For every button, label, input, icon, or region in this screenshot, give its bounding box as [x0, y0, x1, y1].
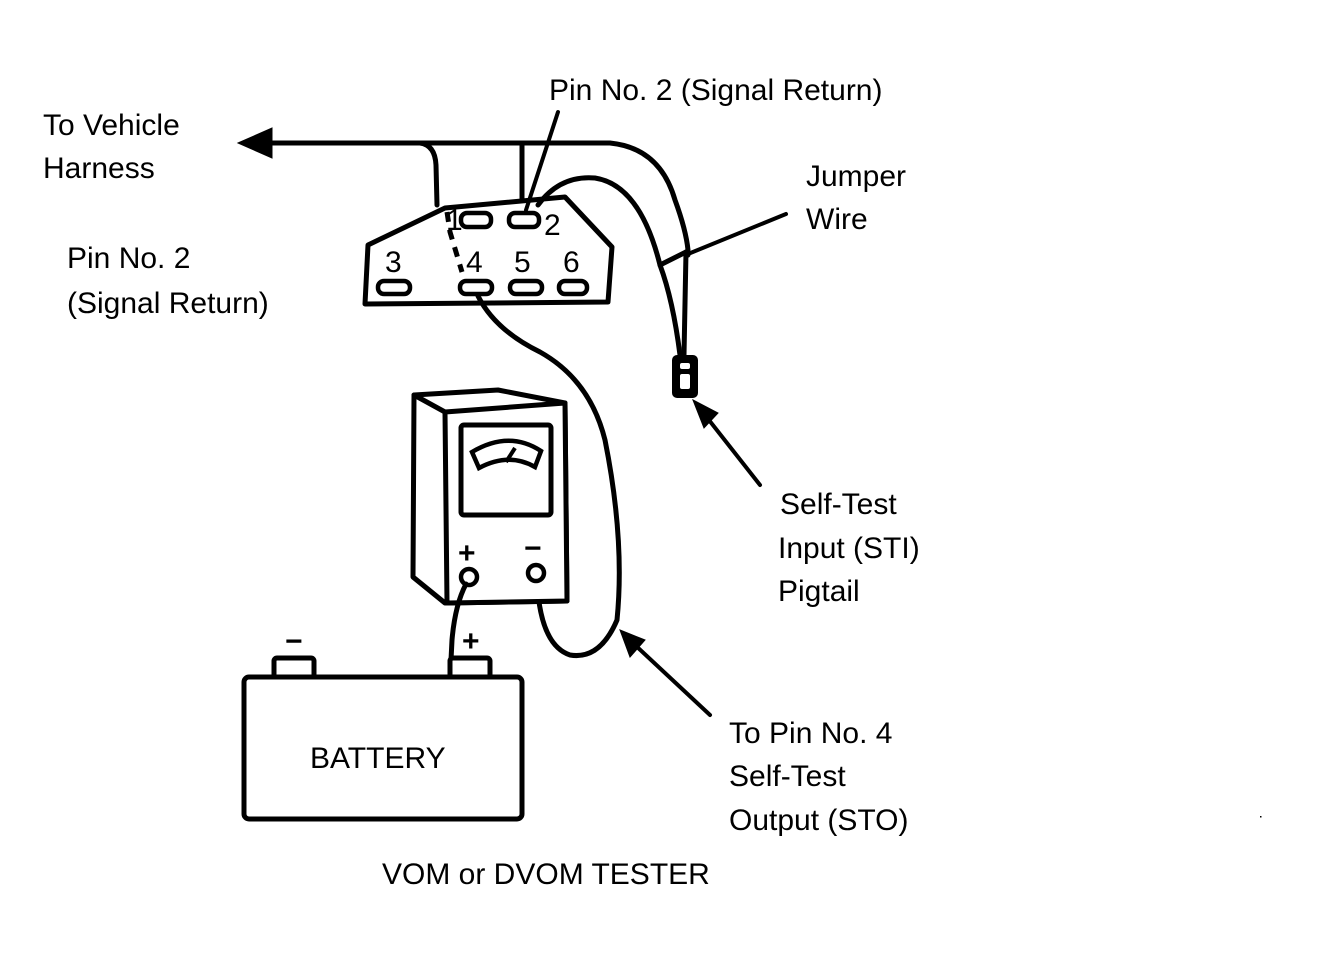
sti-pointer-arrow-icon	[692, 398, 719, 429]
gauge-arc	[469, 438, 544, 472]
vehicle-harness-label-line2: Harness	[43, 152, 155, 185]
sto-label-line1: To Pin No. 4	[729, 717, 892, 750]
battery: − + BATTERY	[241, 625, 525, 822]
sti-label-line2: Input (STI)	[778, 532, 920, 565]
sto-label-line3: Output (STO)	[729, 804, 909, 837]
sto-wire	[475, 293, 712, 717]
diagnostic-connector: 1 2 3 4 5 6	[362, 110, 615, 307]
diagram-caption: VOM or DVOM TESTER	[382, 858, 710, 891]
pin-1-number: 1	[446, 204, 463, 237]
vehicle-harness-wire	[236, 127, 691, 253]
pin-3-slot	[375, 278, 413, 297]
sti-label-line1: Self-Test	[780, 488, 897, 521]
battery-positive-lead	[448, 581, 469, 663]
battery-negative-symbol: −	[285, 625, 303, 658]
meter-negative-terminal	[525, 562, 547, 584]
pin-1-slot	[458, 210, 494, 230]
pin-6-slot	[556, 278, 590, 297]
pin2-left-label-line1: Pin No. 2	[67, 242, 190, 275]
jumper-wire-label-line2: Wire	[806, 203, 868, 236]
gauge-needle	[504, 446, 517, 464]
pin2-top-label: Pin No. 2 (Signal Return)	[549, 74, 883, 107]
jumper-wire-label-line1: Jumper	[806, 160, 906, 193]
vom-meter: + −	[410, 387, 570, 606]
pin-5-number: 5	[514, 246, 531, 279]
harness-arrow-icon	[236, 127, 273, 159]
sto-pointer-arrow-icon	[619, 629, 646, 658]
pin2-left-label-line2: (Signal Return)	[67, 287, 269, 320]
pin-4-number: 4	[466, 246, 483, 279]
meter-negative-symbol: −	[524, 532, 542, 565]
pin-3-number: 3	[385, 246, 402, 279]
sti-pigtail-connector	[672, 355, 762, 487]
speck	[1260, 816, 1262, 818]
battery-positive-symbol: +	[462, 625, 480, 658]
jumper-wire	[535, 175, 788, 358]
pin-5-slot	[507, 278, 545, 297]
pin-2-slot	[506, 210, 542, 230]
sti-label-line3: Pigtail	[778, 575, 860, 608]
vehicle-harness-label-line1: To Vehicle	[43, 109, 180, 142]
battery-label: BATTERY	[310, 742, 446, 775]
sto-label-line2: Self-Test	[729, 760, 846, 793]
meter-positive-symbol: +	[458, 537, 476, 570]
pin-4-slot	[457, 278, 495, 297]
pin-2-number: 2	[544, 209, 561, 242]
pin-6-number: 6	[563, 246, 580, 279]
meter-positive-terminal	[458, 566, 480, 588]
